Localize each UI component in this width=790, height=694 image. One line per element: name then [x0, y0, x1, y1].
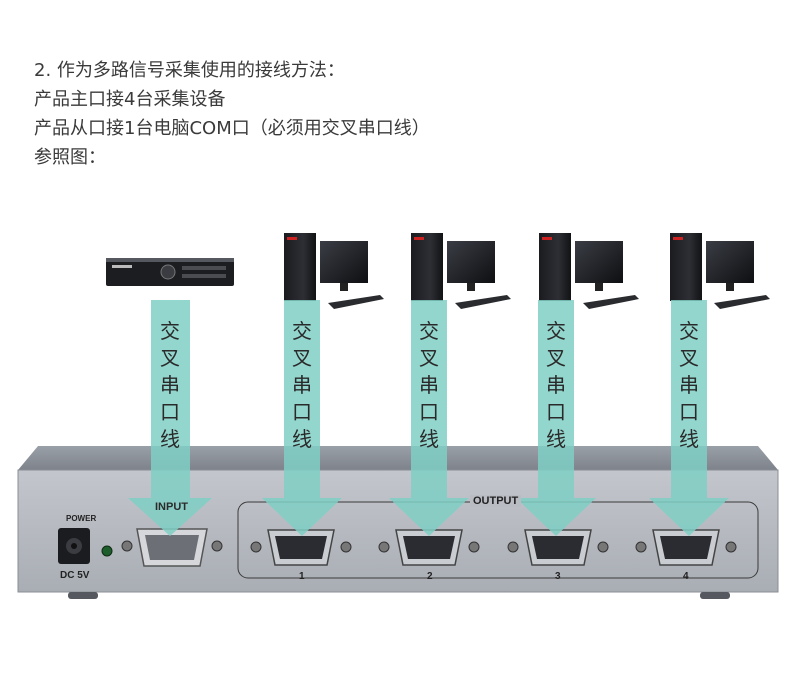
arrow-output-1 — [262, 300, 342, 536]
arrow-label-input: 交叉串口线 — [160, 319, 180, 451]
instruction-line-2: 产品主口接4台采集设备 — [34, 89, 226, 110]
arrow-output-4 — [649, 300, 729, 536]
instruction-line-4: 参照图： — [34, 147, 106, 168]
port-number-4: 4 — [683, 571, 689, 582]
arrow-label-output-1: 交叉串口线 — [292, 319, 312, 451]
instruction-line-3: 产品从口接1台电脑COM口（必须用交叉串口线） — [34, 118, 430, 139]
port-number-3: 3 — [555, 571, 561, 582]
computer-3-image — [539, 233, 639, 309]
arrow-label-output-3: 交叉串口线 — [546, 319, 566, 451]
port-number-1: 1 — [299, 571, 305, 582]
output-port-1 — [250, 529, 352, 566]
dvr-recorder-image — [106, 258, 234, 286]
output-port-2 — [378, 529, 480, 566]
computer-1-image — [284, 233, 384, 309]
input-label: INPUT — [155, 501, 188, 513]
instruction-line-1: 2. 作为多路信号采集使用的接线方法： — [34, 60, 345, 81]
computer-2-image — [411, 233, 511, 309]
power-label: POWER — [66, 514, 97, 523]
output-label: OUTPUT — [470, 495, 522, 507]
dc-label: DC 5V — [60, 570, 90, 581]
arrow-input — [128, 300, 212, 536]
arrow-output-2 — [389, 300, 469, 536]
arrow-output-3 — [516, 300, 596, 536]
port-number-2: 2 — [427, 571, 433, 582]
computer-4-image — [670, 233, 770, 309]
arrow-label-output-4: 交叉串口线 — [679, 319, 699, 451]
output-port-3 — [507, 529, 609, 566]
instructions-block: 2. 作为多路信号采集使用的接线方法： 产品主口接4台采集设备 产品从口接1台电… — [34, 56, 430, 172]
output-port-4 — [635, 529, 737, 566]
arrow-label-output-2: 交叉串口线 — [419, 319, 439, 451]
